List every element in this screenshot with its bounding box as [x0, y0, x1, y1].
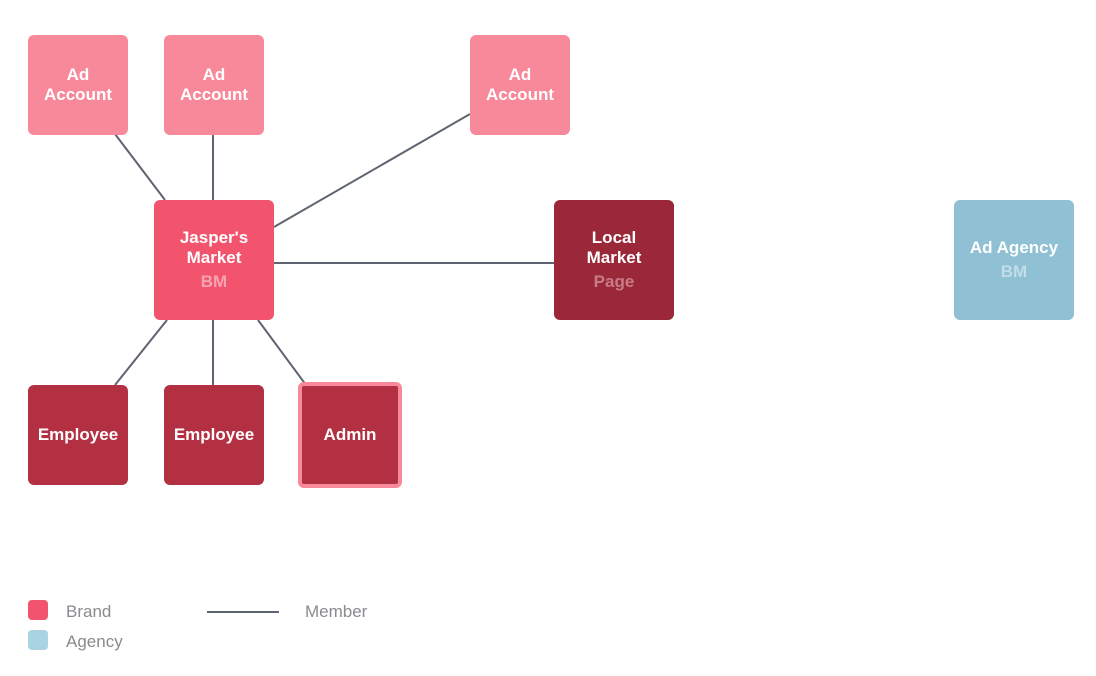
node-title: Employee	[173, 425, 255, 444]
admin-node[interactable]: Admin	[298, 382, 402, 488]
node-title: Ad Account	[180, 65, 248, 104]
local-market-page-node[interactable]: Local Market Page	[554, 200, 674, 320]
member-legend-label: Member	[305, 602, 368, 621]
node-title: Ad Account	[44, 65, 112, 104]
edge-bm-ad-account-3	[273, 113, 471, 228]
edge-bm-employee-1	[114, 319, 168, 386]
node-subtitle: BM	[200, 272, 228, 291]
brand-legend-label: Brand	[66, 602, 112, 621]
ad-account-node-3[interactable]: Ad Account	[470, 35, 570, 135]
edge-bm-ad-account-1	[114, 133, 166, 201]
employee-node-2[interactable]: Employee	[164, 385, 264, 485]
node-title: Employee	[37, 425, 119, 444]
node-title: Jasper's Market	[179, 228, 249, 267]
member-line-sample	[207, 611, 279, 613]
node-title: Ad Agency	[969, 238, 1059, 257]
ad-agency-bm-node[interactable]: Ad Agency BM	[954, 200, 1074, 320]
brand-swatch	[28, 600, 48, 620]
edge-bm-admin	[257, 319, 307, 386]
agency-swatch	[28, 630, 48, 650]
node-title: Local Market	[586, 228, 642, 267]
node-subtitle: Page	[593, 272, 635, 291]
node-subtitle: BM	[1000, 262, 1028, 281]
employee-node-1[interactable]: Employee	[28, 385, 128, 485]
node-title: Ad Account	[486, 65, 554, 104]
agency-legend-label: Agency	[66, 632, 123, 651]
ad-account-node-2[interactable]: Ad Account	[164, 35, 264, 135]
node-title: Admin	[323, 425, 377, 444]
jaspers-market-bm-node[interactable]: Jasper's Market BM	[154, 200, 274, 320]
ad-account-node-1[interactable]: Ad Account	[28, 35, 128, 135]
